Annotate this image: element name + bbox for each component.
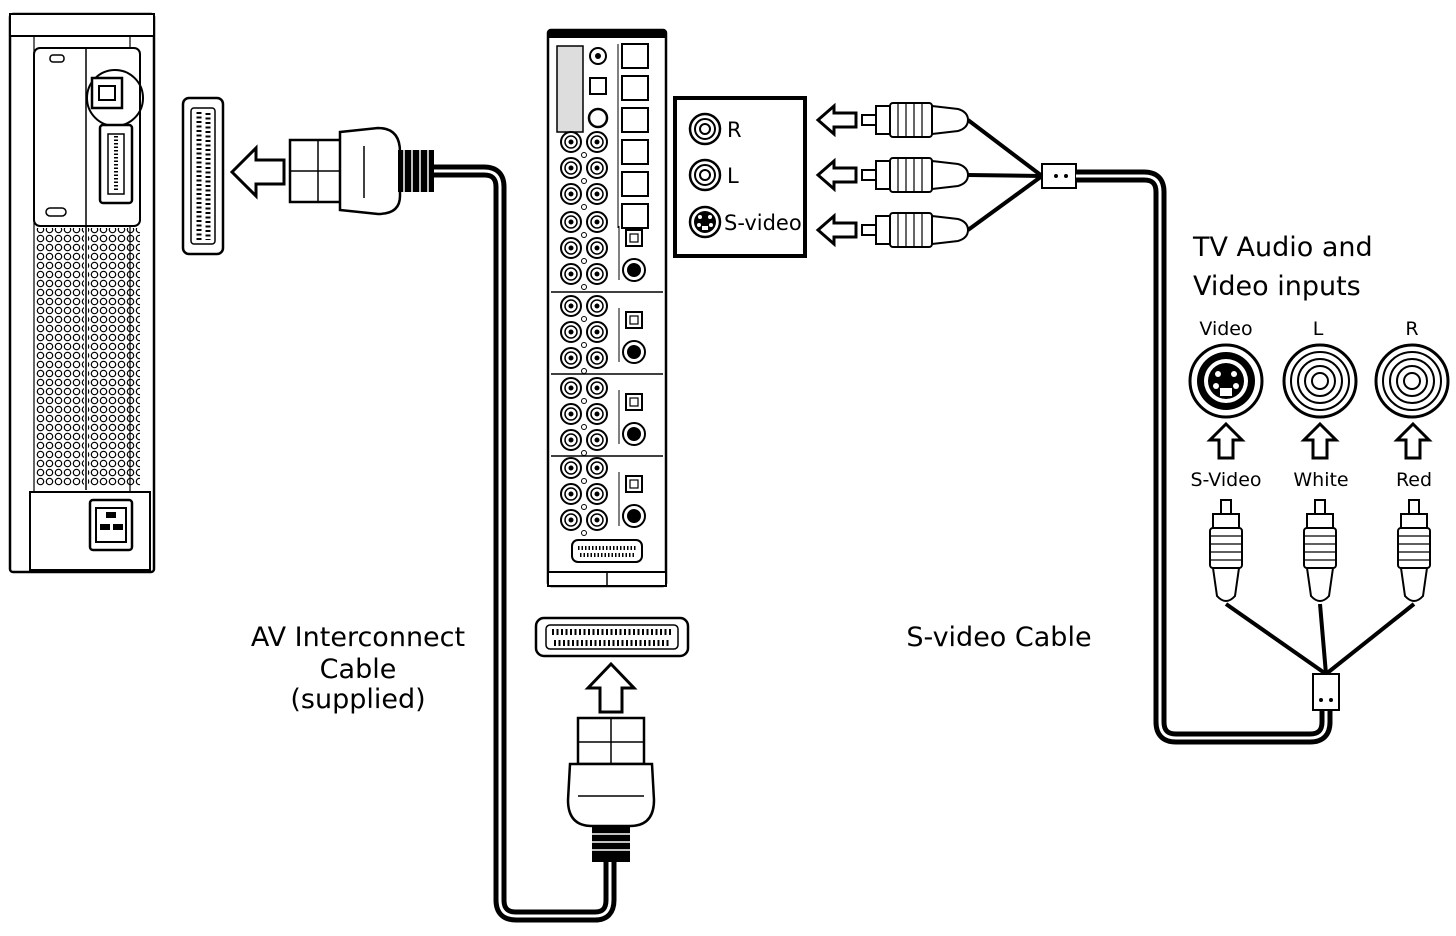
- rca-plug-icon: [861, 157, 970, 193]
- rca-jack-icon: [560, 321, 582, 343]
- tv-plug-red-label: Red: [1396, 469, 1432, 491]
- arrow-left-small-icon: [815, 102, 858, 138]
- rca-jack-icon: [560, 457, 582, 479]
- tv-jack-r-icon: [1374, 343, 1450, 419]
- arrow-left-small-icon: [815, 212, 858, 248]
- rca-plug-icon: [861, 102, 970, 138]
- rca-jack-icon: [560, 237, 582, 259]
- tv-jack-l-label: L: [1313, 318, 1324, 340]
- rca-jack-icon: [560, 295, 582, 317]
- av-plug-bottom-icon: [566, 716, 656, 862]
- ethernet-ports: [617, 43, 649, 229]
- tv-jack-r-label: R: [1405, 318, 1418, 340]
- rca-jack-icon: [586, 429, 608, 451]
- tv-arrow-r-icon: [1393, 421, 1433, 460]
- panel-jack-l-icon: [688, 158, 722, 192]
- av-port-bottom-icon: [534, 616, 690, 658]
- arrow-left-icon: [229, 144, 286, 200]
- svideo-cable-splitter: [1224, 602, 1416, 711]
- rca-jack-icon: [586, 377, 608, 399]
- control-center-unit: [546, 28, 668, 588]
- av-plug-top-icon: [288, 126, 434, 216]
- rca-jack-icon: [586, 403, 608, 425]
- rca-plug-icon: [861, 212, 970, 248]
- tv-plug-white-label: White: [1293, 469, 1348, 491]
- av-port-connector-icon: [181, 96, 225, 256]
- optical-port-icon: [625, 475, 643, 493]
- rca-jack-icon: [586, 237, 608, 259]
- rca-plug-vertical-icon: [1397, 499, 1431, 602]
- rca-jack-icon: [560, 347, 582, 369]
- rca-jack-icon: [586, 509, 608, 531]
- tv-plug-svideo-label: S-Video: [1190, 469, 1261, 491]
- rca-jack-icon: [560, 377, 582, 399]
- panel-jack-r-icon: [688, 112, 722, 146]
- svideo-cable-plugs-top: [815, 102, 970, 248]
- console-usb-port-icon: [86, 69, 144, 127]
- tv-inputs: Video L R S-Video White Red: [1188, 318, 1450, 491]
- panel-jack-svideo-label: S-video: [724, 211, 802, 235]
- av-cable-label-line2: Cable: [320, 654, 397, 685]
- panel-jack-svideo-icon: [688, 205, 722, 239]
- rca-jack-icon: [586, 457, 608, 479]
- svideo-port-icon: [622, 258, 646, 282]
- panel-jack-r-label: R: [727, 118, 742, 142]
- rca-jack-icon: [560, 483, 582, 505]
- rca-jack-icon: [560, 131, 582, 153]
- rca-jack-icon: [560, 263, 582, 285]
- arrow-left-small-icon: [815, 157, 858, 193]
- svideo-port-icon: [622, 340, 646, 364]
- rca-jack-icon: [586, 211, 608, 233]
- rca-plug-vertical-icon: [1303, 499, 1337, 602]
- rca-jack-icon: [560, 509, 582, 531]
- tv-inputs-title-line1: TV Audio and: [1192, 232, 1373, 263]
- console-av-port-icon: [98, 123, 134, 205]
- rca-jack-icon: [560, 183, 582, 205]
- svideo-port-icon: [622, 422, 646, 446]
- rca-jack-icon: [560, 403, 582, 425]
- arrow-up-icon: [584, 661, 638, 714]
- control-center-av-port-icon: [571, 539, 643, 563]
- panel-jack-l-label: L: [727, 164, 739, 188]
- rca-jack-icon: [586, 321, 608, 343]
- av-cable-label-line3: (supplied): [290, 684, 425, 715]
- rca-jack-icon: [560, 157, 582, 179]
- optical-port-icon: [625, 393, 643, 411]
- svideo-cable-label: S-video Cable: [906, 622, 1091, 653]
- optical-port-icon: [625, 229, 643, 247]
- rca-jack-icon: [586, 347, 608, 369]
- rca-jack-icon: [586, 295, 608, 317]
- tv-jack-video-icon: [1188, 343, 1264, 419]
- tv-arrow-video-icon: [1206, 421, 1246, 460]
- svideo-cable-plugs-bottom: [1209, 499, 1431, 602]
- rca-jack-icon: [560, 429, 582, 451]
- svideo-cable: [966, 118, 1333, 745]
- output-jack-panel: R L S-video: [673, 96, 807, 258]
- rca-jack-icon: [586, 183, 608, 205]
- rca-jack-grid: [560, 131, 608, 536]
- svideo-port-icon: [622, 504, 646, 528]
- tv-jack-l-icon: [1282, 343, 1358, 419]
- av-cable-label-line1: AV Interconnect: [251, 622, 465, 653]
- rca-jack-icon: [586, 263, 608, 285]
- rca-jack-icon: [586, 131, 608, 153]
- rca-jack-icon: [586, 483, 608, 505]
- rca-jack-icon: [586, 157, 608, 179]
- rca-jack-icon: [560, 211, 582, 233]
- game-console: [8, 12, 156, 574]
- optical-port-icon: [625, 311, 643, 329]
- tv-jack-video-label: Video: [1199, 318, 1252, 340]
- tv-arrow-l-icon: [1300, 421, 1340, 460]
- tv-inputs-title-line2: Video inputs: [1193, 271, 1361, 302]
- console-power-socket-icon: [88, 498, 134, 552]
- rca-plug-vertical-icon: [1209, 499, 1243, 602]
